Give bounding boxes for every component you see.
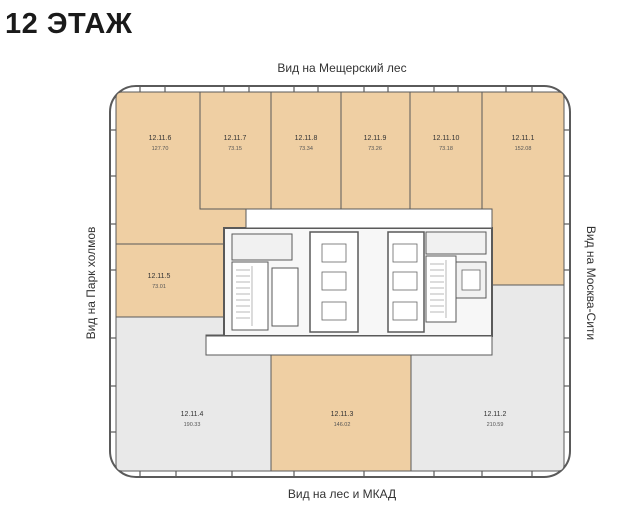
unit-code-label: 12.11.2 xyxy=(484,411,507,418)
unit-code-label: 12.11.4 xyxy=(181,411,204,418)
unit-area-label: 146.02 xyxy=(334,422,351,428)
unit-area-label: 73.34 xyxy=(299,146,313,152)
unit-code-label: 12.11.6 xyxy=(149,135,172,142)
west-stairwell xyxy=(231,261,269,331)
unit-code-label: 12.11.8 xyxy=(295,135,318,142)
unit-12-11-8[interactable]: 12.11.8 73.34 xyxy=(270,91,342,210)
unit-area-label: 127.70 xyxy=(152,146,169,152)
freight-elevator-cabin xyxy=(461,269,481,291)
view-south-label: Вид на лес и МКАД xyxy=(287,487,397,501)
unit-area-label: 210.59 xyxy=(487,422,504,428)
unit-code-label: 12.11.3 xyxy=(331,411,354,418)
east-stairwell xyxy=(425,255,457,323)
unit-12-11-5[interactable]: 12.11.5 73.01 xyxy=(115,243,225,318)
unit-area-label: 152.08 xyxy=(515,146,532,152)
east-stair-treads xyxy=(430,260,447,318)
facade-window-ticks xyxy=(110,86,570,477)
elevator-cabins xyxy=(321,243,418,321)
unit-code-label: 12.11.10 xyxy=(433,135,460,142)
unit-12-11-9[interactable]: 12.11.9 73.26 xyxy=(340,91,411,210)
view-north-label: Вид на Мещерский лес xyxy=(277,61,407,75)
unit-12-11-1[interactable]: 12.11.1 152.08 xyxy=(481,91,565,286)
unit-area-label: 73.26 xyxy=(368,146,382,152)
west-service-room xyxy=(271,267,299,327)
unit-area-label: 73.15 xyxy=(228,146,242,152)
north-corridor xyxy=(245,208,493,229)
unit-area-label: 190.33 xyxy=(184,422,201,428)
floor-title: 12 ЭТАЖ xyxy=(5,8,133,40)
unit-12-11-2[interactable]: 12.11.2 210.59 xyxy=(410,284,565,472)
unit-code-label: 12.11.7 xyxy=(224,135,247,142)
unit-code-label: 12.11.1 xyxy=(512,135,535,142)
building-core xyxy=(205,208,493,356)
west-utility-room xyxy=(231,233,293,261)
south-corridor xyxy=(205,335,493,356)
west-stair-treads xyxy=(236,266,253,326)
unit-12-11-10[interactable]: 12.11.10 73.18 xyxy=(409,91,483,210)
unit-code-label: 12.11.5 xyxy=(148,273,171,280)
unit-area-label: 73.01 xyxy=(152,284,166,290)
unit-12-11-7[interactable]: 12.11.7 73.15 xyxy=(199,91,272,210)
unit-12-11-3[interactable]: 12.11.3 146.02 xyxy=(270,354,412,472)
unit-code-label: 12.11.9 xyxy=(364,135,387,142)
unit-area-label: 73.18 xyxy=(439,146,453,152)
east-utility-room xyxy=(425,231,487,255)
